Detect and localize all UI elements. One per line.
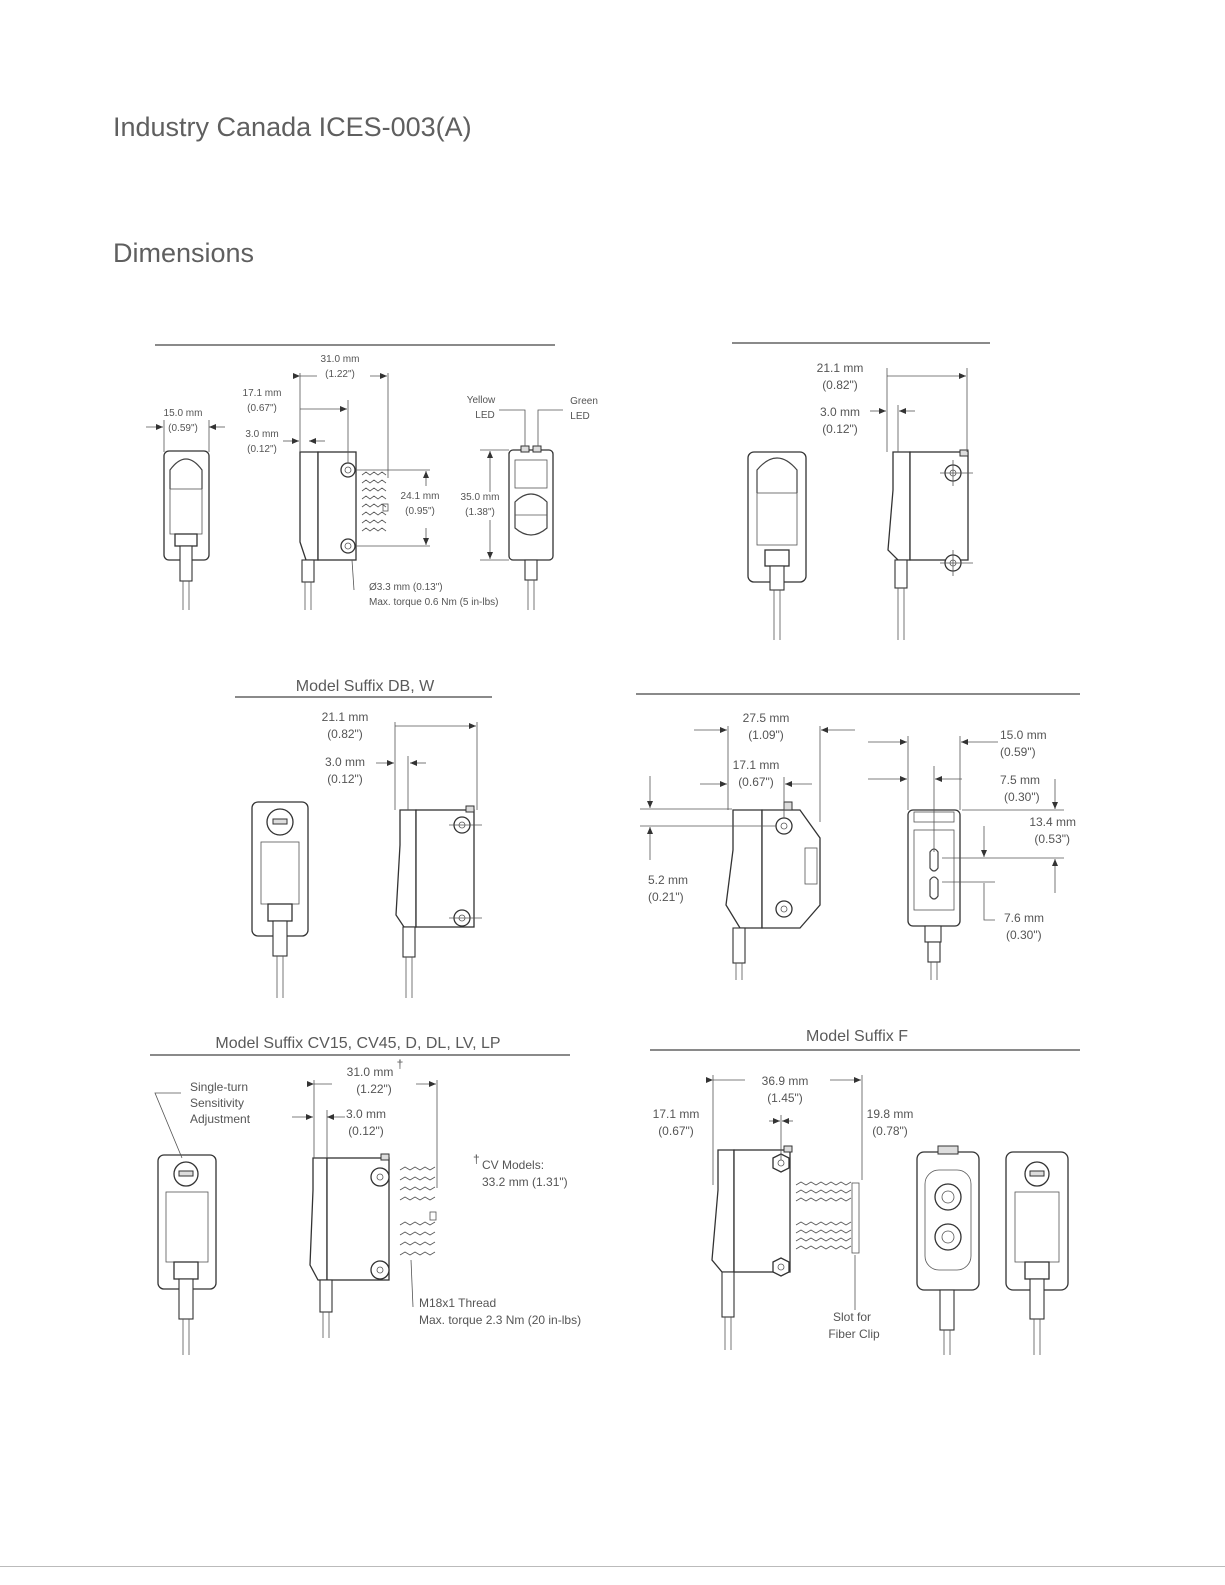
dim-3mm: 3.0 mm: [820, 405, 860, 419]
figure-3: Model Suffix DB, W 21.1 mm (0.82") 3.0 m…: [235, 678, 492, 998]
caption-model-f: Model Suffix F: [806, 1028, 908, 1045]
dim-27mm-inch: (1.09"): [748, 728, 784, 742]
dim-21mm: 21.1 mm: [322, 710, 369, 724]
footer-rule: [0, 1566, 1225, 1567]
dim-21mm: 21.1 mm: [817, 361, 864, 375]
dim-17mm-inch: (0.67"): [738, 775, 774, 789]
dim-7-5mm: 7.5 mm: [1000, 773, 1040, 787]
dim-7-5mm-inch: (0.30"): [1004, 790, 1040, 804]
label-max-torque: Max. torque 2.3 Nm (20 in-lbs): [419, 1313, 581, 1327]
dim-15mm: 15.0 mm: [164, 408, 203, 419]
label-cv-models: CV Models:: [482, 1158, 544, 1172]
dim-3mm-inch: (0.12"): [348, 1124, 384, 1138]
caption-model-cv: Model Suffix CV15, CV45, D, DL, LV, LP: [215, 1035, 500, 1052]
label-single-turn: Single-turn: [190, 1080, 248, 1094]
figure-1: 31.0 mm (1.22") 17.1 mm (0.67") 15.0 mm …: [146, 344, 598, 610]
dim-31mm-inch: (1.22"): [356, 1082, 392, 1096]
dim-36-9mm: 36.9 mm: [762, 1074, 809, 1088]
heading-dimensions: Dimensions: [113, 238, 255, 268]
dim-19mm-inch: (0.78"): [872, 1124, 908, 1138]
dagger-mark: †: [397, 1057, 404, 1071]
label-sensitivity: Sensitivity: [190, 1096, 244, 1110]
dim-17mm: 17.1 mm: [243, 388, 282, 399]
dim-17mm: 17.1 mm: [653, 1107, 700, 1121]
dim-21mm-inch: (0.82"): [822, 378, 858, 392]
label-green-led: Green: [570, 396, 598, 407]
dim-36-9mm-inch: (1.45"): [767, 1091, 803, 1105]
dim-3mm-inch: (0.12"): [247, 444, 277, 455]
dagger-mark-2: †: [473, 1152, 480, 1166]
label-thread: M18x1 Thread: [419, 1296, 496, 1310]
figure-2: 21.1 mm (0.82") 3.0 mm (0.12"): [732, 342, 990, 640]
caption-model-db-w: Model Suffix DB, W: [296, 678, 435, 695]
dim-35mm: 35.0 mm: [461, 492, 500, 503]
dim-24mm-inch: (0.95"): [405, 506, 435, 517]
dim-3mm: 3.0 mm: [346, 1107, 386, 1121]
dim-17mm-inch: (0.67"): [658, 1124, 694, 1138]
dim-5mm: 5.2 mm: [648, 873, 688, 887]
heading-industry-canada: Industry Canada ICES-003(A): [113, 112, 472, 142]
label-yellow-led-2: LED: [475, 410, 494, 421]
dim-31mm: 31.0 mm: [321, 354, 360, 365]
figure-5: Model Suffix CV15, CV45, D, DL, LV, LP 3…: [150, 1035, 581, 1355]
label-max-torque: Max. torque 0.6 Nm (5 in-lbs): [369, 597, 499, 608]
dim-3mm-inch: (0.12"): [822, 422, 858, 436]
label-slot-for: Slot for: [833, 1310, 871, 1324]
dim-13mm-inch: (0.53"): [1034, 832, 1070, 846]
label-green-led-2: LED: [570, 411, 589, 422]
figure-4: 27.5 mm (1.09") 17.1 mm (0.67") 5.2 mm (…: [636, 693, 1080, 980]
figure-6: Model Suffix F: [650, 1028, 1080, 1355]
label-adjustment: Adjustment: [190, 1112, 251, 1126]
sensor-side-view: [299, 451, 389, 610]
dim-27mm: 27.5 mm: [743, 711, 790, 725]
dim-31mm: 31.0 mm: [347, 1065, 394, 1079]
dim-3mm-inch: (0.12"): [327, 772, 363, 786]
sensor-front-view: [163, 450, 210, 610]
dim-3mm: 3.0 mm: [245, 429, 278, 440]
dim-17mm: 17.1 mm: [733, 758, 780, 772]
dim-7-6mm-inch: (0.30"): [1006, 928, 1042, 942]
dim-5mm-inch: (0.21"): [648, 890, 684, 904]
dim-7-6mm: 7.6 mm: [1004, 911, 1044, 925]
dim-19mm: 19.8 mm: [867, 1107, 914, 1121]
label-fiber-clip: Fiber Clip: [828, 1327, 880, 1341]
label-yellow-led: Yellow: [467, 395, 496, 406]
dim-24mm: 24.1 mm: [401, 491, 440, 502]
dim-15mm-inch: (0.59"): [1000, 745, 1036, 759]
dim-35mm-inch: (1.38"): [465, 507, 495, 518]
dim-17mm-inch: (0.67"): [247, 403, 277, 414]
sensor-back-view: [508, 445, 554, 610]
dim-13mm: 13.4 mm: [1029, 815, 1076, 829]
dim-21mm-inch: (0.82"): [327, 727, 363, 741]
dim-15mm-inch: (0.59"): [168, 423, 198, 434]
dim-31mm-inch: (1.22"): [325, 369, 355, 380]
dim-3mm: 3.0 mm: [325, 755, 365, 769]
label-hole-diameter: Ø3.3 mm (0.13"): [369, 582, 443, 593]
label-cv-length: 33.2 mm (1.31"): [482, 1175, 568, 1189]
dim-15mm: 15.0 mm: [1000, 728, 1047, 742]
